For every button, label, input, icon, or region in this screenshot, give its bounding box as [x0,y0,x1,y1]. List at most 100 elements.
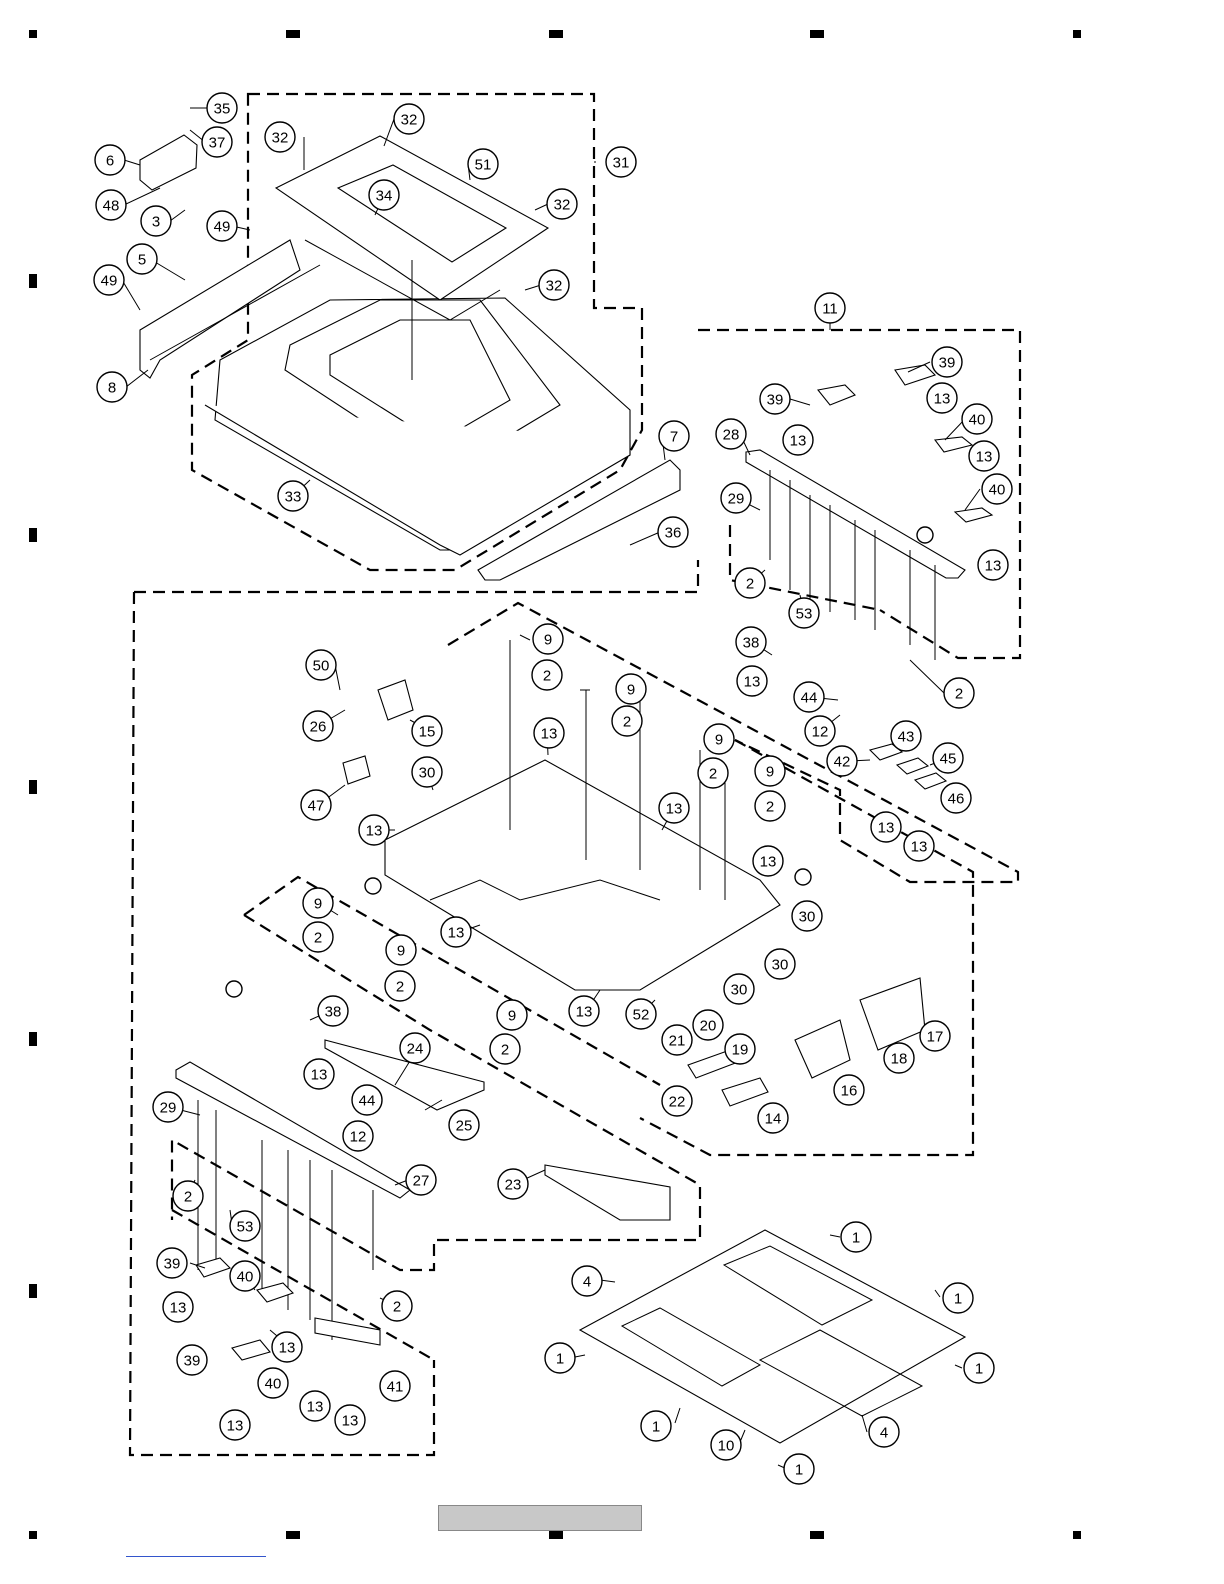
callout-13: 13 [299,1390,331,1422]
callout-number: 31 [613,155,630,172]
callout-9: 9 [703,723,735,755]
callout-32: 32 [264,121,296,153]
callout-13: 13 [752,845,784,877]
callout-18: 18 [883,1042,915,1074]
callout-47: 47 [300,789,332,821]
callout-number: 32 [401,112,418,129]
callout-circle [384,970,416,1002]
callout-number: 8 [108,380,116,397]
callout-number: 5 [138,252,146,269]
callout-number: 13 [448,925,465,942]
callout-2: 2 [734,567,766,599]
callout-number: 38 [325,1004,342,1021]
callout-number: 32 [546,278,563,295]
callout-circle [440,916,472,948]
callout-circle [385,934,417,966]
callout-circle [968,440,1000,472]
callout-44: 44 [793,681,825,713]
callout-30: 30 [764,948,796,980]
left-bracket [139,134,321,379]
callout-circle [448,1109,480,1141]
callout-circle [782,424,814,456]
callout-circle [152,1091,184,1123]
callout-49: 49 [93,264,125,296]
right-bracket [477,459,681,581]
reference-circles [225,526,934,998]
callout-circle [467,148,499,180]
callout-number: 12 [812,724,829,741]
callout-32: 32 [546,188,578,220]
callout-number: 15 [419,724,436,741]
callout-number: 35 [214,101,231,118]
callout-13: 13 [162,1291,194,1323]
callout-50: 50 [305,649,337,681]
callout-1: 1 [640,1410,672,1442]
top-chassis [204,297,631,556]
callout-1: 1 [963,1352,995,1384]
callout-39: 39 [759,383,791,415]
callout-number: 23 [505,1177,522,1194]
callout-circle [264,121,296,153]
callout-number: 39 [164,1256,181,1273]
callout-circle [723,973,755,1005]
callout-circle [411,756,443,788]
callout-44: 44 [351,1084,383,1116]
callout-53: 53 [229,1210,261,1242]
callout-circle [399,1032,431,1064]
callout-2: 2 [381,1290,413,1322]
callout-circle [826,745,858,777]
callout-35: 35 [206,92,238,124]
callout-number: 9 [627,682,635,699]
callout-number: 6 [106,153,114,170]
callout-circle [229,1260,261,1292]
callout-number: 20 [700,1018,717,1035]
callout-circle [870,811,902,843]
callout-circle [532,623,564,655]
callout-number: 48 [103,198,120,215]
callout-circle [405,1164,437,1196]
bottom-plate [578,1229,967,1444]
callout-number: 1 [795,1462,803,1479]
callout-circle [942,1282,974,1314]
callout-number: 1 [852,1230,860,1247]
callout-10: 10 [710,1429,742,1461]
callout-circle [868,1416,900,1448]
callout-1: 1 [783,1453,815,1485]
callout-13: 13 [658,792,690,824]
callout-number: 30 [772,957,789,974]
callout-20: 20 [692,1009,724,1041]
callout-number: 13 [311,1067,328,1084]
right-pcb [745,364,994,790]
callout-number: 9 [397,943,405,960]
callout-circle [176,1344,208,1376]
callout-circle [715,418,747,450]
callout-number: 7 [670,429,678,446]
page-number-bar [438,1505,642,1531]
callout-circle [546,188,578,220]
callout-39: 39 [931,346,963,378]
callout-36: 36 [657,516,689,548]
callout-37: 37 [201,126,233,158]
navigation-link-underline[interactable] [126,1556,266,1557]
callout-number: 24 [407,1041,424,1058]
callout-13: 13 [782,424,814,456]
callout-circle [615,673,647,705]
callout-number: 36 [665,525,682,542]
callout-number: 28 [723,427,740,444]
callout-circle [793,681,825,713]
callout-circle [754,790,786,822]
callout-number: 52 [633,1007,650,1024]
callout-number: 30 [419,765,436,782]
callout-number: 13 [666,801,683,818]
callout-circle [783,1453,815,1485]
callout-number: 13 [279,1340,296,1357]
callout-14: 14 [757,1102,789,1134]
callout-16: 16 [833,1074,865,1106]
callout-number: 13 [985,558,1002,575]
group-outlines [128,92,1022,1457]
callout-number: 10 [718,1438,735,1455]
callout-circle [206,92,238,124]
callout-circle [93,264,125,296]
callout-circle [940,782,972,814]
callout-25: 25 [448,1109,480,1141]
